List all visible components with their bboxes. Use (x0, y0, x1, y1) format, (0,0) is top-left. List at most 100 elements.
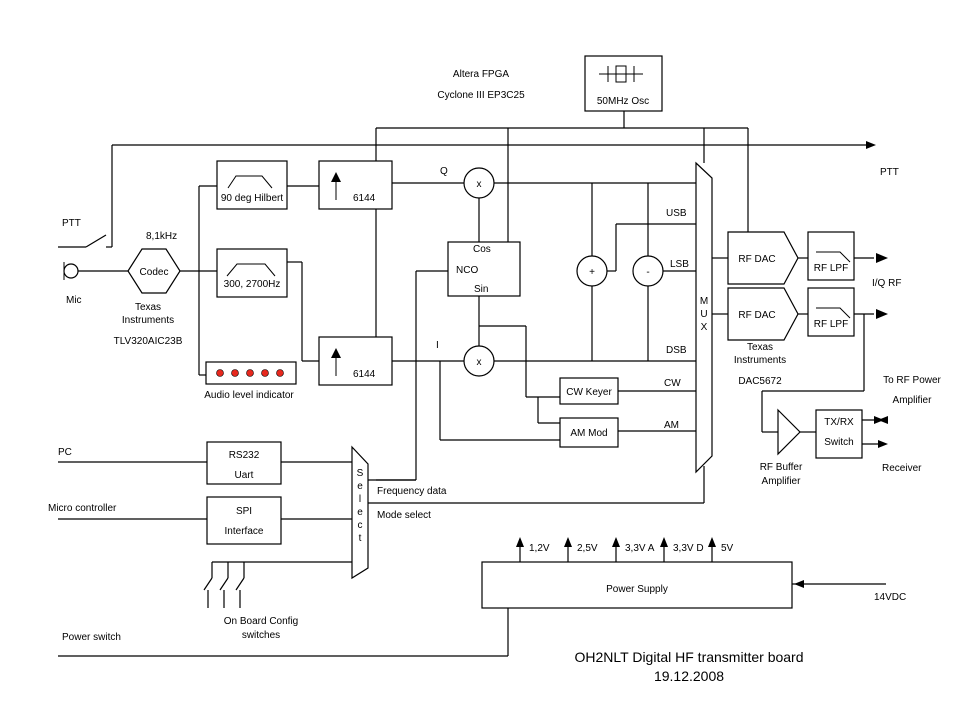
dac-part: DAC5672 (738, 376, 782, 387)
rs232-block: RS232 Uart (206, 441, 282, 485)
interpolator-i-block: 6144 (318, 336, 393, 386)
rf-buffer-amplifier (777, 408, 801, 456)
nco-label: NCO (456, 265, 478, 276)
dac-vendor-line2: Instruments (734, 355, 786, 366)
rf-lpf-q-block: RF LPF (807, 287, 855, 337)
difference-node: - (632, 255, 664, 287)
mode-mux: M U X (695, 161, 713, 474)
codec-part: TLV320AIC23B (114, 336, 183, 347)
osc-label: 50MHz Osc (597, 96, 649, 107)
spi-label: SPI (236, 506, 252, 517)
rs232-label: RS232 (229, 450, 260, 461)
to-rf-power-line1: To RF Power (883, 375, 941, 386)
ptt-output-label: PTT (880, 167, 899, 178)
fpga-name: Altera FPGA (453, 69, 509, 80)
txrx-line2: Switch (824, 437, 853, 448)
interface-label: Interface (225, 526, 264, 537)
rail-1v2: 1,2V (529, 543, 550, 554)
rf-buffer-line2: Amplifier (762, 476, 802, 487)
interpolator-q-label: 6144 (353, 193, 376, 204)
config-switches-line1: On Board Config (224, 616, 299, 627)
usb-label: USB (666, 208, 687, 219)
power-switch-label: Power switch (62, 632, 121, 643)
codec-label: Codec (140, 267, 169, 278)
am-mod-block: AM Mod (559, 417, 619, 448)
mixer-q-symbol: x (477, 179, 482, 190)
dac-vendor-line1: Texas (747, 342, 773, 353)
dsb-label: DSB (666, 345, 687, 356)
arrowheads (516, 141, 888, 588)
select-mux: S e l e c t (351, 445, 369, 580)
select-letter-1: S (357, 468, 364, 479)
codec-rate: 8,1kHz (146, 231, 177, 242)
microphone-icon (63, 262, 79, 280)
hilbert-label: 90 deg Hilbert (221, 193, 283, 204)
codec-block: Codec (127, 248, 181, 294)
config-switches-line2: switches (242, 630, 280, 641)
cw-keyer-label: CW Keyer (566, 387, 612, 398)
hilbert-filter-block: 90 deg Hilbert (216, 160, 288, 210)
rf-lpf-i-block: RF LPF (807, 231, 855, 281)
wires (58, 111, 886, 657)
am-label: AM (664, 420, 679, 431)
rf-dac-q-label: RF DAC (738, 310, 775, 321)
rf-lpf-i-label: RF LPF (814, 263, 848, 274)
iq-rf-label: I/Q RF (872, 278, 901, 289)
rf-dac-q-block: RF DAC (727, 287, 799, 341)
rf-dac-i-block: RF DAC (727, 231, 799, 285)
txrx-line1: TX/RX (824, 417, 854, 428)
select-letter-3: l (359, 494, 361, 505)
oscillator-block: 50MHz Osc (584, 55, 663, 112)
diagram-title: OH2NLT Digital HF transmitter board (575, 649, 804, 665)
rf-buffer-line1: RF Buffer (760, 462, 803, 473)
power-input-label: 14VDC (874, 592, 906, 603)
mux-letter-3: X (701, 322, 708, 333)
pc-label: PC (58, 447, 72, 458)
mux-letter-2: U (700, 309, 707, 320)
interpolator-q-block: 6144 (318, 160, 393, 210)
sum-symbol: + (589, 267, 595, 278)
mixer-i-symbol: x (477, 357, 482, 368)
codec-vendor-line1: Texas (135, 302, 161, 313)
ptt-input-label: PTT (62, 218, 81, 229)
codec-vendor-line2: Instruments (122, 315, 174, 326)
rail-2v5: 2,5V (577, 543, 598, 554)
power-supply-block: Power Supply (481, 561, 793, 609)
mux-letter-1: M (700, 296, 708, 307)
rf-lpf-q-label: RF LPF (814, 319, 848, 330)
q-channel-label: Q (440, 166, 448, 177)
rail-3v3a: 3,3V A (625, 543, 655, 554)
txrx-switch-block: TX/RX Switch (815, 409, 863, 459)
frequency-data-label: Frequency data (377, 486, 447, 497)
mixer-q: x (463, 167, 495, 199)
lsb-label: LSB (670, 259, 689, 270)
audio-level-label: Audio level indicator (204, 390, 294, 401)
bandpass-label: 300, 2700Hz (224, 279, 281, 290)
nco-block: Cos NCO Sin (447, 241, 521, 297)
micro-controller-label: Micro controller (48, 503, 117, 514)
mic-label: Mic (66, 295, 82, 306)
interpolator-i-label: 6144 (353, 369, 376, 380)
rf-dac-i-label: RF DAC (738, 254, 775, 265)
diagram-date: 19.12.2008 (654, 668, 724, 684)
nco-sin-label: Sin (474, 284, 488, 295)
nco-cos-label: Cos (473, 244, 491, 255)
rail-5v: 5V (721, 543, 734, 554)
select-letter-2: e (357, 481, 363, 492)
difference-symbol: - (646, 267, 649, 278)
bandpass-filter-block: 300, 2700Hz (216, 248, 288, 298)
i-channel-label: I (436, 340, 439, 351)
fpga-part: Cyclone III EP3C25 (437, 90, 525, 101)
cw-keyer-block: CW Keyer (559, 377, 619, 405)
select-letter-4: e (357, 507, 363, 518)
mixer-i: x (463, 345, 495, 377)
audio-level-indicator (205, 361, 297, 385)
cw-label: CW (664, 378, 681, 389)
rail-3v3d: 3,3V D (673, 543, 704, 554)
select-letter-6: t (359, 533, 362, 544)
to-rf-power-line2: Amplifier (893, 395, 933, 406)
select-letter-5: c (358, 520, 363, 531)
power-supply-label: Power Supply (606, 584, 668, 595)
receiver-label: Receiver (882, 463, 922, 474)
